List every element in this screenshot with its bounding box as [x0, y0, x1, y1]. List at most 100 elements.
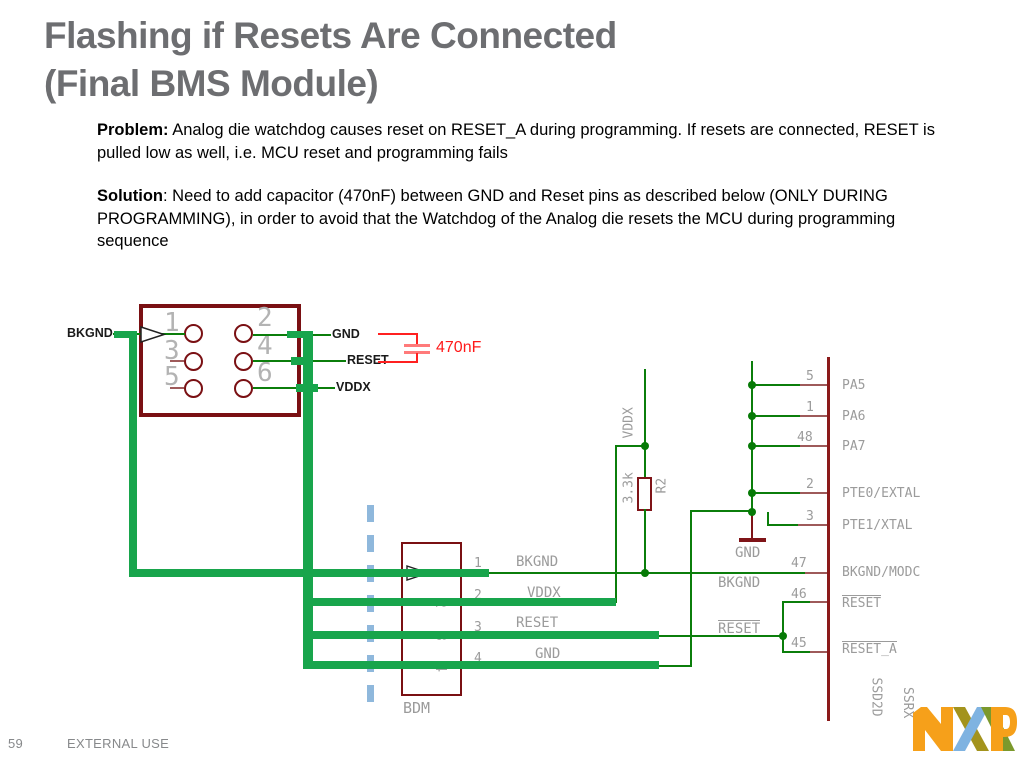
mcu-pin-name-reset: RESET — [842, 595, 882, 611]
wire-vddx-thin — [253, 387, 335, 389]
mcu-pin-number: 46 — [791, 587, 807, 602]
bdm-pin-number: 3 — [474, 620, 482, 635]
bdm-pin-number: 1 — [474, 556, 482, 571]
nxp-logo — [913, 707, 1017, 751]
thick-wire-bkgnd-stub — [114, 331, 137, 338]
junction-dot — [641, 442, 649, 450]
connector-pin-number: 1 — [164, 308, 180, 338]
wire-reset46 — [784, 601, 810, 603]
pin5-stub — [170, 387, 184, 389]
cap-lead-bottom — [416, 353, 418, 363]
cap-plate-top — [404, 344, 430, 347]
mcu-pin-name-reset-a: RESET_A — [842, 641, 897, 657]
wire-vddx-rail — [644, 369, 646, 446]
mcu-pin-name: PTE0/EXTAL — [842, 486, 921, 501]
pte1-stub — [798, 524, 828, 526]
signal-arrow-icon — [140, 326, 166, 344]
thick-wire-reset-stub — [291, 357, 304, 365]
connector-pin-number: 5 — [164, 362, 180, 392]
connector-pin-number: 4 — [257, 331, 273, 361]
thick-wire-gnd-stub — [287, 331, 304, 338]
page-title: Flashing if Resets Are Connected (Final … — [44, 12, 617, 108]
thick-wire-bkgnd-vertical — [129, 331, 137, 577]
cap-lead-top — [416, 333, 418, 345]
net-label-bkgnd: BKGND — [718, 575, 761, 591]
wire-gnd-bus — [751, 361, 753, 513]
connector-pad — [184, 379, 203, 398]
pa7-stub — [800, 445, 828, 447]
junction-dot — [748, 489, 756, 497]
thick-wire-bundle-vertical — [303, 331, 313, 669]
pin47-stub — [805, 572, 828, 574]
wire-vddx-branch-h — [615, 445, 646, 447]
connector-pin-number: 2 — [257, 303, 273, 333]
wire-pa7 — [752, 445, 800, 447]
mcu-pin-number: 45 — [791, 636, 807, 651]
mcu-pin-number: 48 — [797, 430, 813, 445]
wire-vddx-branch-v — [615, 445, 617, 603]
mcu-pin-number: 47 — [791, 556, 807, 571]
wire-pte1-v — [767, 512, 769, 526]
wire-pte0 — [752, 492, 800, 494]
classification-label: EXTERNAL USE — [67, 736, 170, 751]
thick-wire-vddx-horizontal — [306, 598, 616, 606]
wire-reset45 — [784, 651, 810, 653]
connector-pad — [184, 352, 203, 371]
solution-paragraph: Solution: Need to add capacitor (470nF) … — [97, 185, 967, 253]
pte0-stub — [800, 492, 828, 494]
net-label-reset: RESET — [718, 620, 761, 637]
mcu-pin-name: PA5 — [842, 378, 866, 393]
wire-gnd-net-h2 — [690, 510, 752, 512]
bdm-connector-box — [401, 542, 462, 696]
pin46-stub — [810, 601, 828, 603]
page-title-line1: Flashing if Resets Are Connected — [44, 15, 617, 56]
reset-label: RESET — [347, 353, 389, 367]
mcu-pin-number: 5 — [806, 369, 814, 384]
pin3-stub — [170, 360, 184, 362]
mcu-pin-name: PA6 — [842, 409, 866, 424]
wire-pa5 — [752, 384, 800, 386]
mcu-pin-name: PA7 — [842, 439, 866, 454]
gnd-symbol-label: GND — [735, 545, 761, 561]
wire-r2-top — [644, 446, 646, 479]
wire-reset-split-v — [782, 601, 784, 653]
bkgnd-label: BKGND — [67, 326, 113, 340]
problem-paragraph: Problem: Analog die watchdog causes rese… — [97, 119, 967, 164]
connector-pad — [234, 324, 253, 343]
gnd-symbol-bar — [739, 538, 766, 542]
mcu-pin-number: 1 — [806, 400, 814, 415]
bdm-net-label: GND — [535, 646, 561, 662]
solution-label: Solution — [97, 187, 163, 205]
gnd-label: GND — [332, 327, 360, 341]
vddx-rail-label: VDDX — [621, 407, 637, 439]
resistor-designator-label: R2 — [654, 477, 670, 494]
vertical-pin-label: SSD2D — [868, 677, 884, 717]
mcu-body-edge — [827, 357, 830, 721]
junction-dot — [641, 569, 649, 577]
connector-pad — [234, 352, 253, 371]
junction-dot — [748, 381, 756, 389]
mcu-pin-name: PTE1/XTAL — [842, 518, 913, 533]
cap-wire-bottom — [378, 361, 418, 363]
wire-pa6 — [752, 415, 800, 417]
connector-pad — [184, 324, 203, 343]
wire-reset-net — [659, 635, 784, 637]
thick-wire-gnd-horizontal — [303, 661, 659, 669]
mcu-pin-number: 2 — [806, 477, 814, 492]
wire-pte1-h — [767, 524, 798, 526]
bdm-pin-number: 4 — [474, 651, 482, 666]
problem-text: Analog die watchdog causes reset on RESE… — [97, 121, 935, 162]
solution-text: : Need to add capacitor (470nF) between … — [97, 187, 896, 250]
junction-dot — [748, 442, 756, 450]
resistor-r2-body — [637, 477, 652, 511]
wire-gnd-net-h1 — [659, 665, 691, 667]
junction-dot — [779, 632, 787, 640]
vddx-label: VDDX — [336, 380, 371, 394]
cap-value-label: 470nF — [436, 339, 482, 356]
pa5-stub — [800, 384, 828, 386]
dashed-guide-line — [367, 505, 374, 715]
mcu-pin-number: 3 — [806, 509, 814, 524]
cap-wire-top — [378, 333, 418, 335]
connector-pin-number: 6 — [257, 358, 273, 388]
